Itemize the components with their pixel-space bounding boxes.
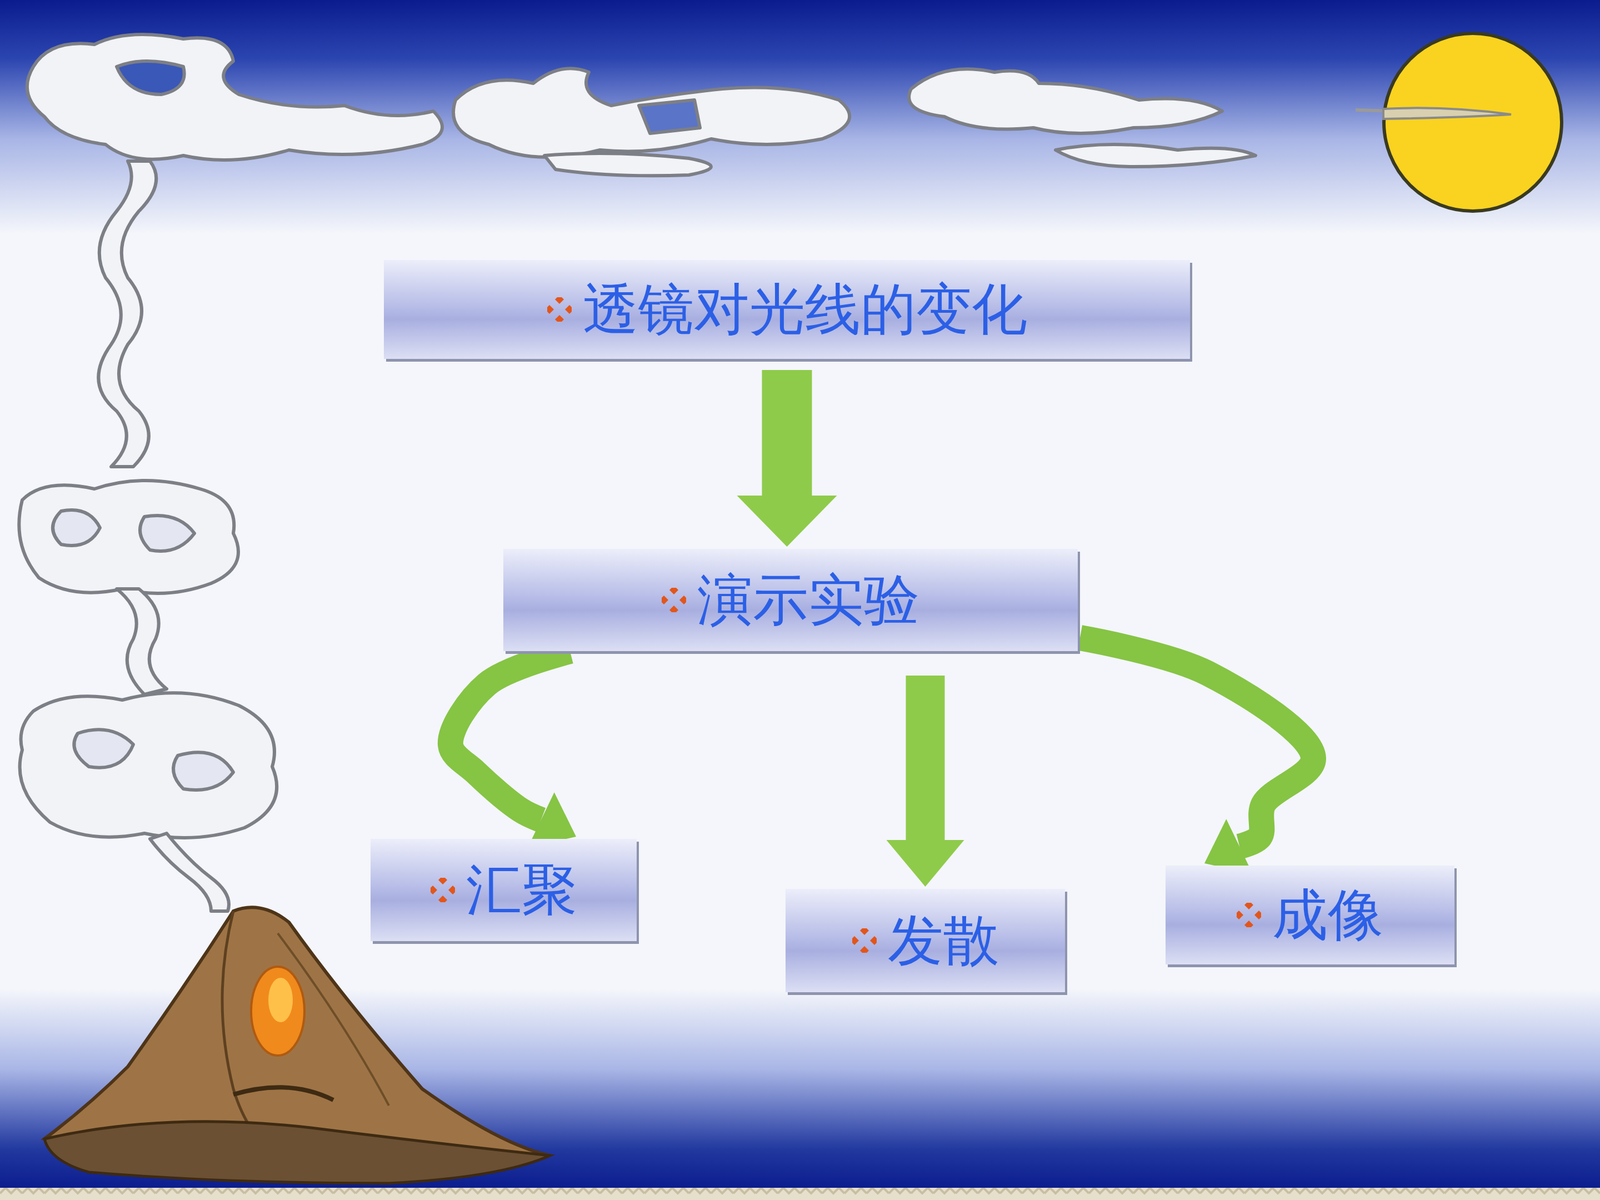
- bullet-symbol: [547, 297, 572, 322]
- bullet-symbol: [852, 928, 877, 953]
- flow-arrow: [886, 675, 965, 887]
- flow-arrow: [737, 370, 838, 547]
- flow-arrow: [1080, 637, 1314, 874]
- bullet-symbol: [1236, 902, 1262, 928]
- box-label: 发散: [887, 910, 999, 972]
- arrow-head: [886, 840, 965, 887]
- bottom-strip: [0, 1187, 1600, 1200]
- bullet-symbol: [430, 877, 455, 903]
- box-label: 汇聚: [466, 859, 578, 921]
- cloud-wisp: [1383, 107, 1512, 119]
- top-band: [0, 0, 1600, 234]
- moon: [1383, 33, 1562, 212]
- bullet-symbol: [661, 587, 687, 613]
- arrow-shaft: [906, 675, 945, 840]
- arrow-head: [737, 495, 838, 547]
- process-box: 发散: [785, 888, 1065, 993]
- box-label: 透镜对光线的变化: [582, 278, 1028, 340]
- arrow-shaft: [450, 651, 570, 820]
- box-label: 成像: [1272, 884, 1384, 946]
- process-box: 透镜对光线的变化: [383, 260, 1190, 359]
- arrow-shaft: [762, 370, 813, 496]
- box-label: 演示实验: [697, 569, 920, 631]
- cloud: [18, 161, 277, 912]
- process-box: 演示实验: [503, 548, 1078, 652]
- arrow-shaft: [1080, 637, 1314, 847]
- flow-arrow: [450, 651, 577, 848]
- cloud: [27, 34, 1256, 176]
- zongzi-illustration: [44, 907, 550, 1184]
- process-box: 成像: [1165, 865, 1455, 965]
- process-box: 汇聚: [370, 838, 637, 942]
